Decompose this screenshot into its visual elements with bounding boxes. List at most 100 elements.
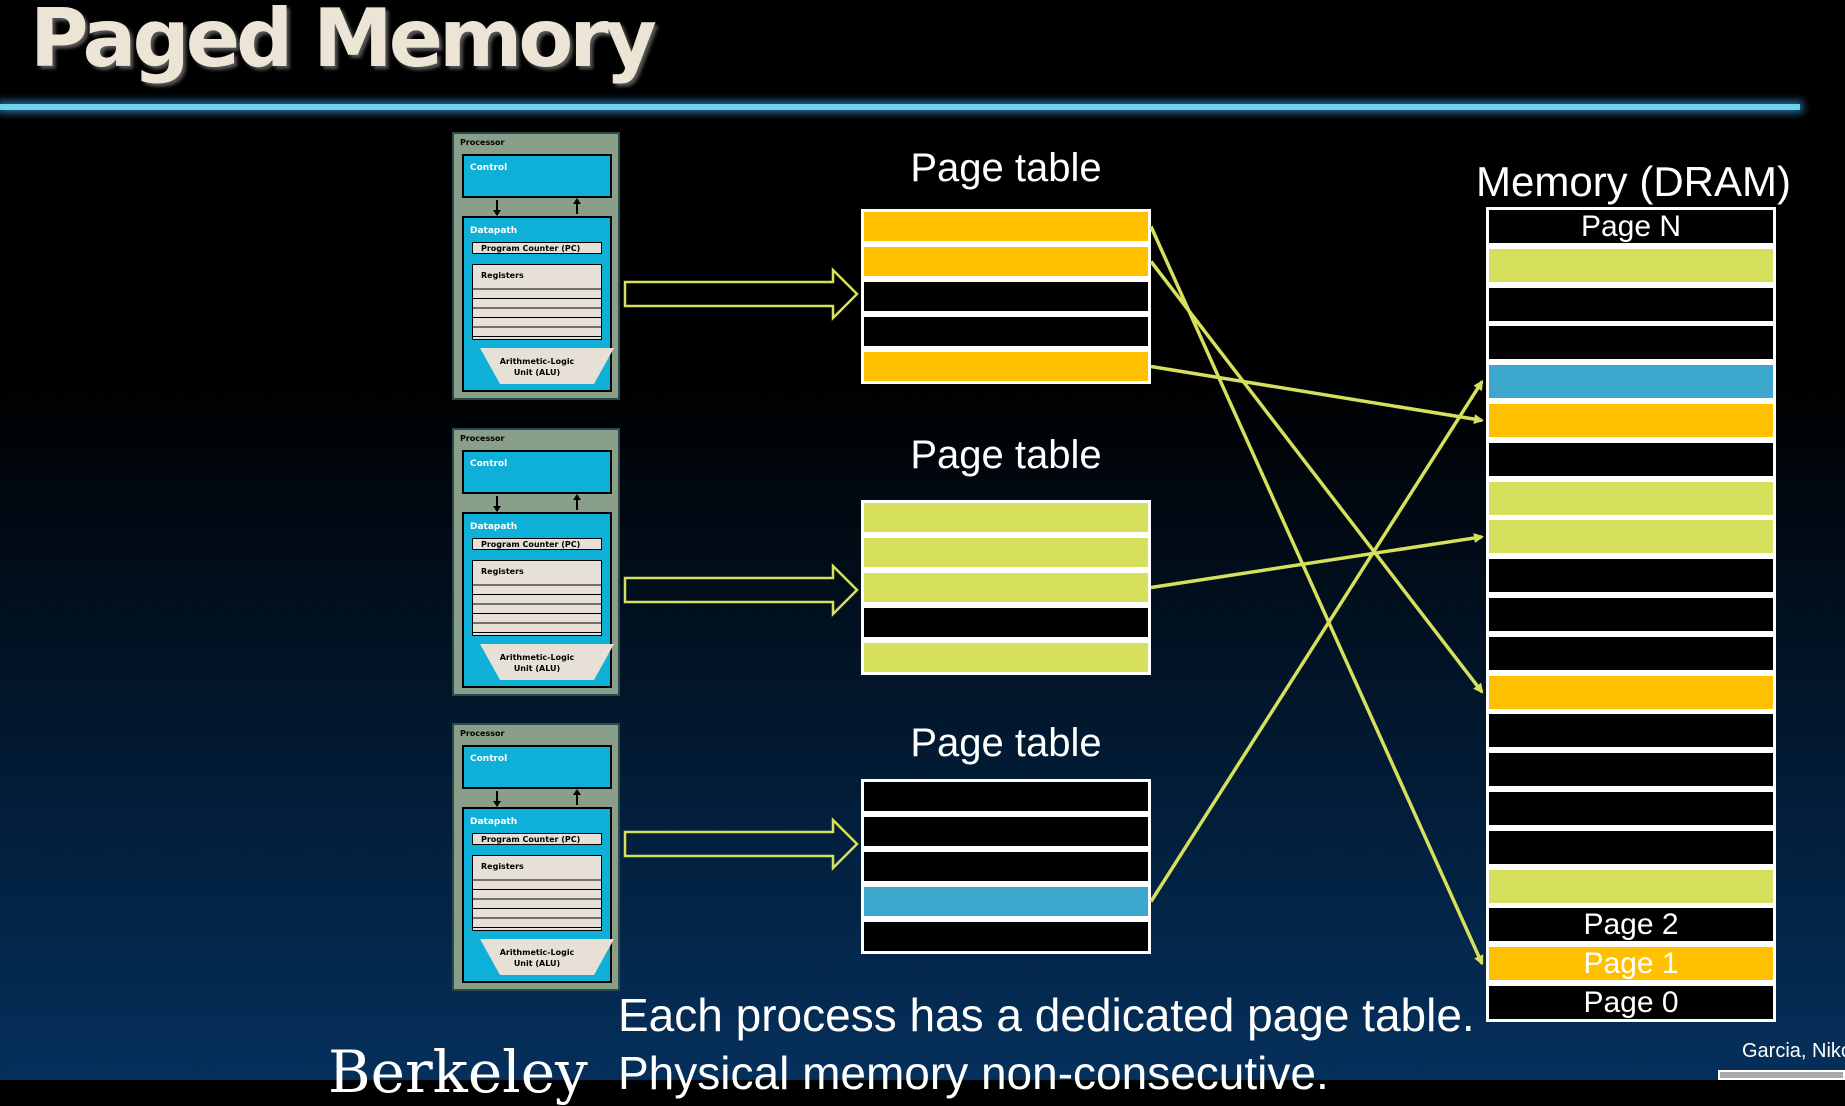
processor-3: Processor Control Datapath Program Count…	[452, 723, 620, 991]
alu-shape	[480, 348, 614, 384]
processor-label: Processor	[460, 434, 505, 443]
program-counter: Program Counter (PC)	[472, 538, 602, 550]
page-mapping-arrow	[1150, 364, 1484, 425]
registers: Registers	[472, 264, 602, 340]
up-arrow-icon	[573, 494, 581, 510]
control-label: Control	[470, 459, 508, 469]
slide-title: Paged Memory	[30, 0, 657, 85]
title-underline	[0, 104, 1800, 110]
down-arrow-icon	[493, 791, 501, 807]
page-table-entry	[861, 279, 1151, 314]
alu-label-line2: Unit (ALU)	[513, 959, 561, 968]
up-arrow-icon	[573, 198, 581, 214]
process-to-page-table-arrow	[623, 266, 859, 322]
mapping-arrows	[623, 225, 1484, 966]
control-box: Control	[462, 745, 612, 789]
page-table-entry	[861, 884, 1151, 919]
control-label: Control	[470, 754, 508, 764]
processor-label: Processor	[460, 729, 505, 738]
page-table-entry	[861, 605, 1151, 640]
page-table-label-2: Page table	[910, 433, 1102, 477]
footer-line-2: Physical memory non-consecutive.	[618, 1047, 1329, 1099]
page-table-entry	[861, 640, 1151, 675]
control-label: Control	[470, 163, 508, 173]
memory-frame: Page 2	[1486, 905, 1776, 945]
processor-label: Processor	[460, 138, 505, 147]
program-counter: Program Counter (PC)	[472, 833, 602, 845]
page-mapping-arrow	[1150, 533, 1484, 590]
memory-frame	[1486, 595, 1776, 634]
down-arrow-icon	[493, 200, 501, 216]
alu-shape	[480, 939, 614, 975]
registers: Registers	[472, 560, 602, 636]
page-mapping-arrow	[1149, 379, 1484, 903]
credit-text: Garcia, Nikolić	[1742, 1040, 1845, 1062]
page-table-entry	[861, 814, 1151, 849]
datapath-label: Datapath	[470, 522, 518, 532]
datapath-label: Datapath	[470, 226, 518, 236]
down-arrow-icon	[493, 496, 501, 512]
registers: Registers	[472, 855, 602, 931]
page-table-label-3: Page table	[910, 721, 1102, 765]
registers-label: Registers	[481, 862, 527, 871]
alu-label-line1: Arithmetic-Logic	[499, 653, 575, 662]
page-table-entry	[861, 349, 1151, 384]
processor-2: Processor Control Datapath Program Count…	[452, 428, 620, 696]
memory-frame	[1486, 478, 1776, 518]
memory-frame	[1486, 672, 1776, 712]
registers-label: Registers	[481, 271, 527, 280]
datapath-box: Datapath Program Counter (PC) Registers …	[462, 807, 614, 983]
page-mapping-arrow	[1149, 225, 1484, 966]
page-table-entry	[861, 314, 1151, 349]
memory-frame: Page 1	[1486, 944, 1776, 984]
datapath-label: Datapath	[470, 817, 518, 827]
memory-frame	[1486, 401, 1776, 440]
memory-frame: Page 0	[1486, 983, 1776, 1022]
alu-label-line2: Unit (ALU)	[513, 664, 561, 673]
alu-label-line1: Arithmetic-Logic	[499, 357, 575, 366]
page-table-label-1: Page table	[910, 146, 1102, 190]
page-table-entry	[861, 849, 1151, 884]
datapath-box: Datapath Program Counter (PC) Registers …	[462, 512, 614, 688]
page-table-entry	[861, 779, 1151, 814]
page-table-entry	[861, 535, 1151, 570]
footer-line-1: Each process has a dedicated page table.	[618, 989, 1475, 1041]
control-box: Control	[462, 154, 612, 198]
page-table-entry	[861, 244, 1151, 279]
control-box: Control	[462, 450, 612, 494]
memory-frame	[1486, 750, 1776, 790]
memory-frame	[1486, 323, 1776, 363]
page-table-entry	[861, 500, 1151, 535]
program-counter: Program Counter (PC)	[472, 242, 602, 254]
memory-frame	[1486, 556, 1776, 596]
registers-label: Registers	[481, 567, 527, 576]
page-mapping-arrow	[1149, 260, 1484, 694]
memory-frame	[1486, 245, 1776, 285]
license-badge	[1718, 1070, 1845, 1080]
page-table-entry	[861, 919, 1151, 954]
page-table-entry	[861, 209, 1151, 244]
memory-frame	[1486, 711, 1776, 751]
berkeley-logo: Berkeley	[328, 1038, 588, 1106]
memory-frame: Page N	[1486, 207, 1776, 246]
memory-frame	[1486, 866, 1776, 906]
alu-label-line1: Arithmetic-Logic	[499, 948, 575, 957]
memory-frame	[1486, 633, 1776, 673]
alu-label-line2: Unit (ALU)	[513, 368, 561, 377]
datapath-box: Datapath Program Counter (PC) Registers …	[462, 216, 614, 392]
up-arrow-icon	[573, 789, 581, 805]
process-to-page-table-arrow	[623, 816, 859, 872]
page-table-entry	[861, 570, 1151, 605]
memory-label: Memory (DRAM)	[1476, 158, 1791, 205]
memory-frame	[1486, 827, 1776, 867]
memory-frame	[1486, 789, 1776, 828]
process-to-page-table-arrow	[623, 562, 859, 618]
footer-text: Each process has a dedicated page table.…	[618, 986, 1475, 1102]
memory-frame	[1486, 284, 1776, 324]
memory-frame	[1486, 517, 1776, 557]
memory-frame	[1486, 362, 1776, 402]
memory-frame	[1486, 439, 1776, 479]
processor-1: Processor Control Datapath Program Count…	[452, 132, 620, 400]
